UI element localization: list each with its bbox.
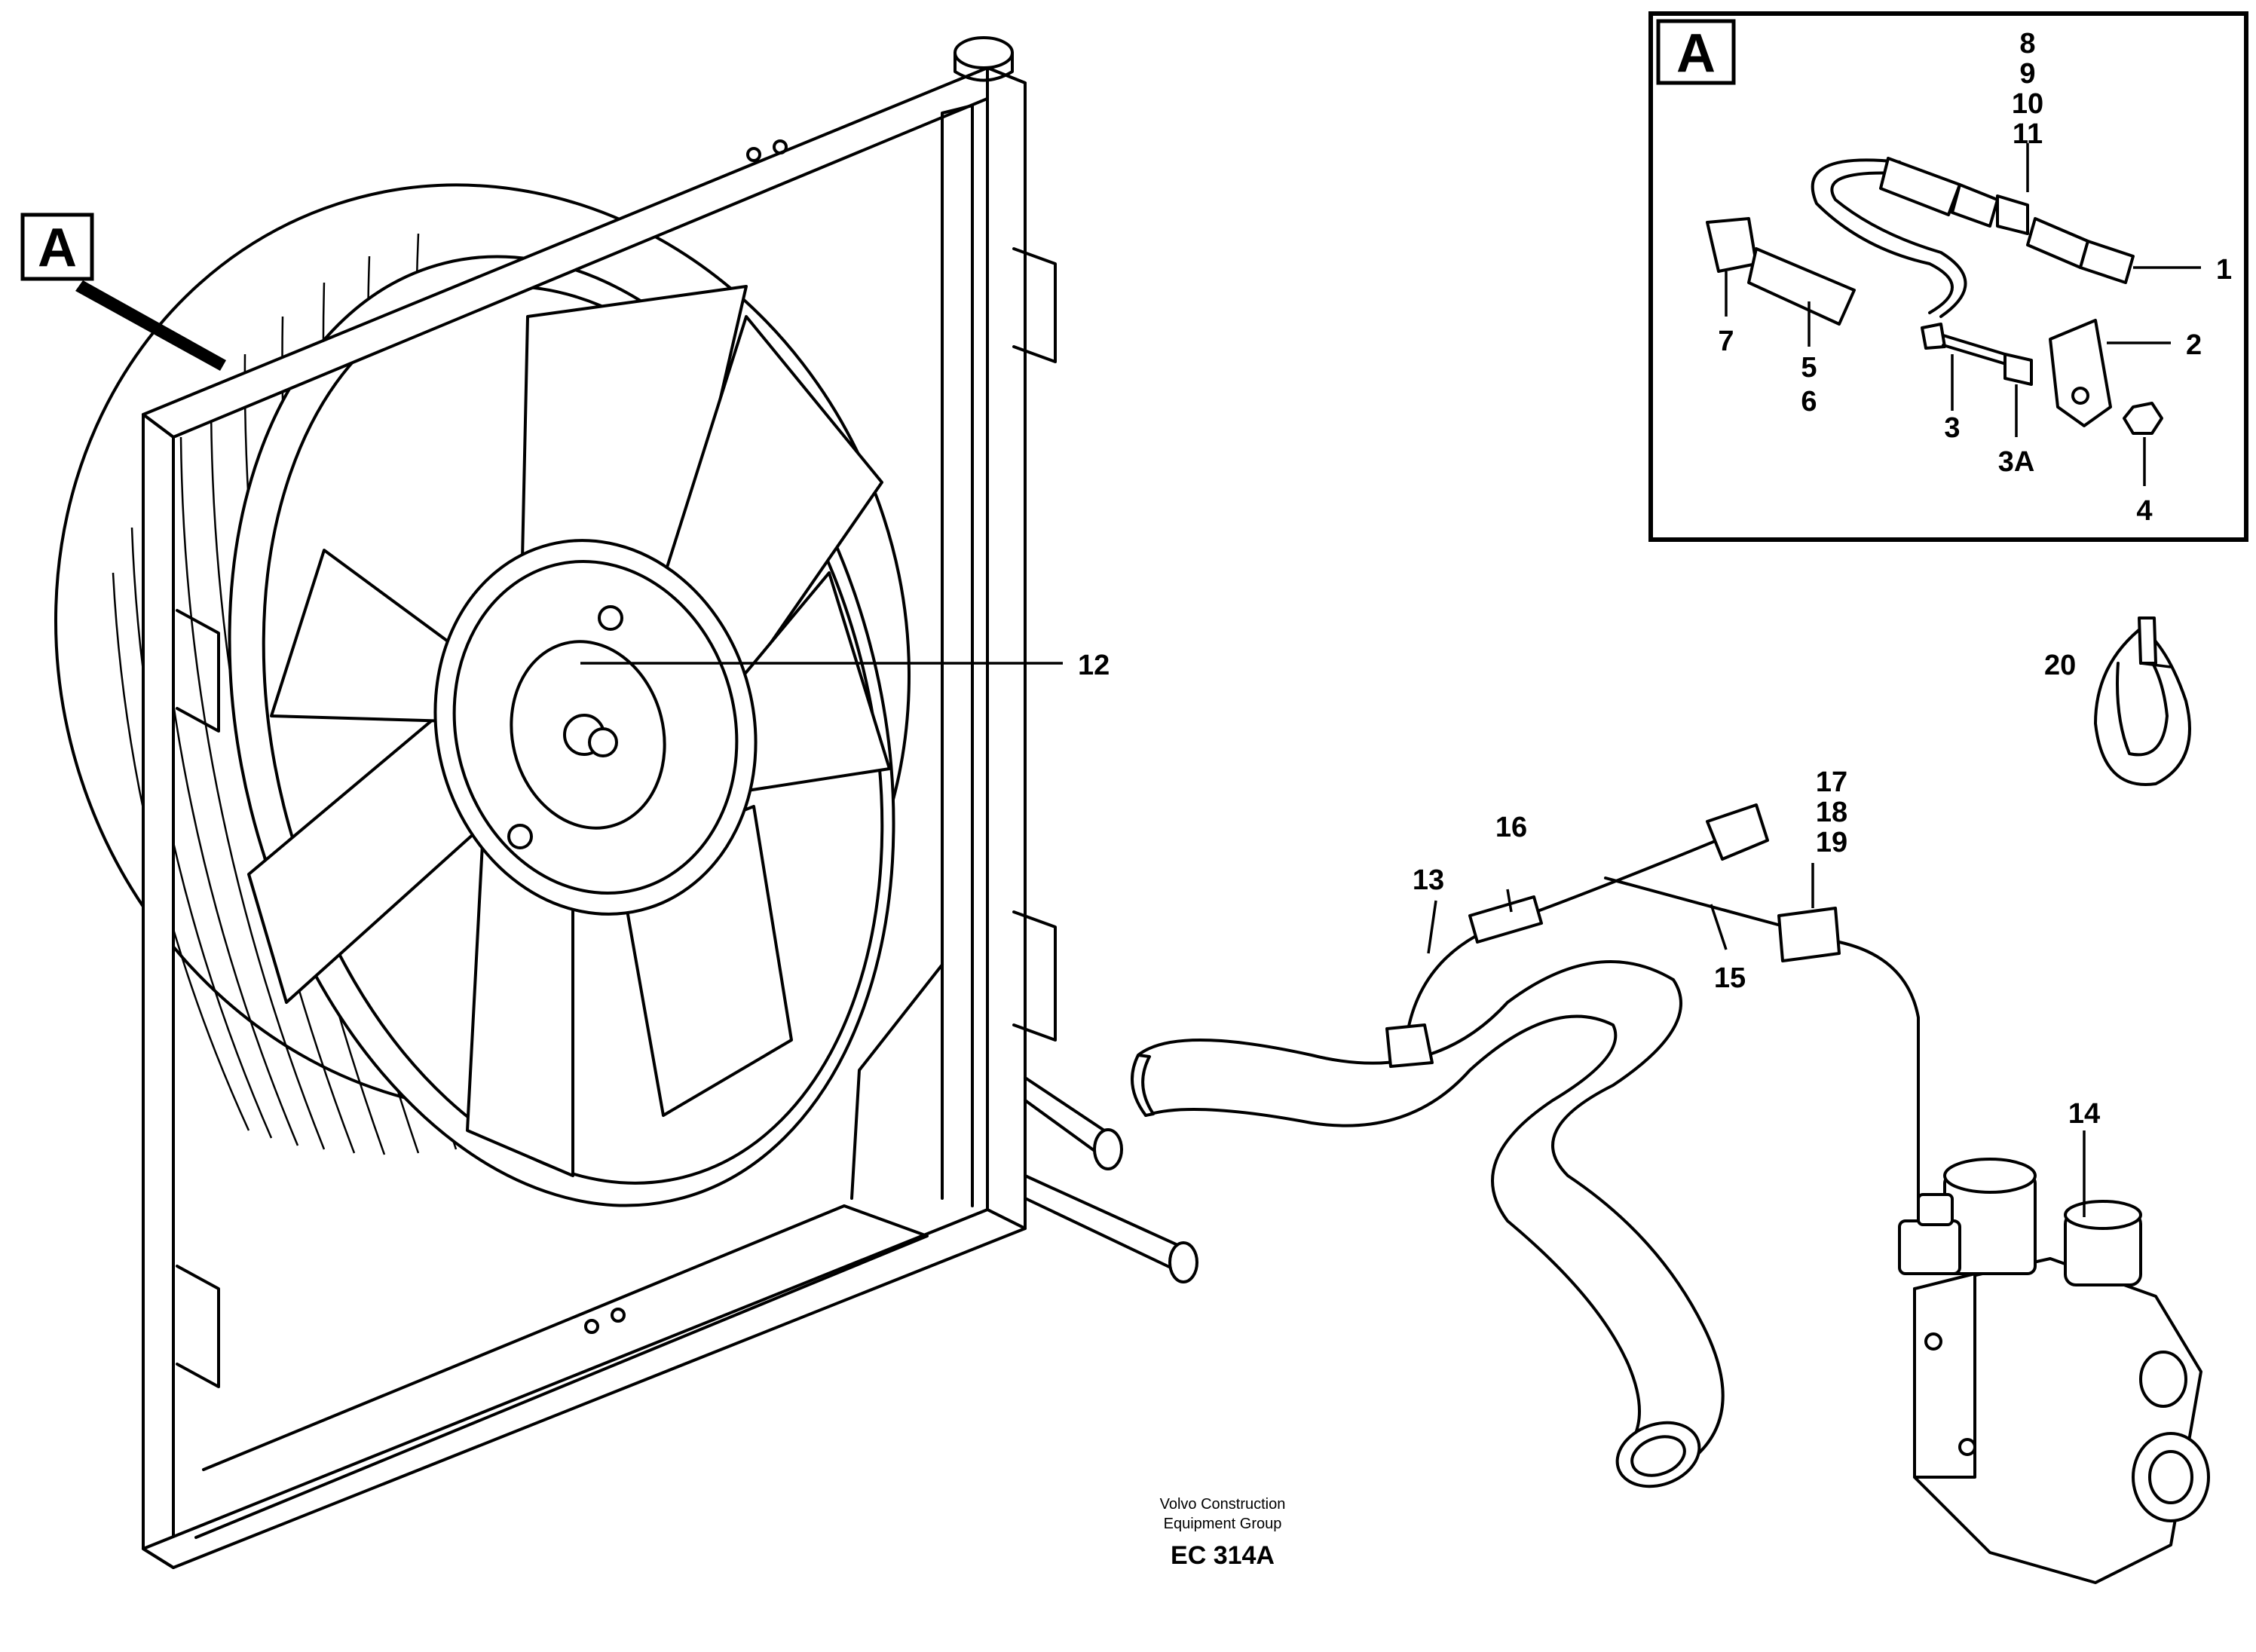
view-marker-box (20, 213, 94, 281)
footer-company-line-1: Volvo Construction (1160, 1496, 1286, 1513)
valve-block (1898, 1158, 2210, 1584)
fan-shroud-assembly (54, 36, 1198, 1569)
callout-13: 13 (1413, 864, 1444, 896)
callout-labels: A A 8 9 10 11 1 2 3 3A 4 5 6 7 12 13 14 … (38, 23, 2232, 1130)
callout-7: 7 (1718, 326, 1734, 357)
detail-view-a (1648, 11, 2248, 542)
callout-5: 5 (1801, 352, 1817, 384)
wiring-harness (1385, 803, 1920, 1200)
callout-3: 3 (1944, 412, 1960, 444)
detail-marker-label: A (1676, 23, 1716, 84)
cooling-hose (1131, 960, 1725, 1488)
detail-marker-box (1656, 19, 1736, 85)
callout-6: 6 (1801, 386, 1817, 418)
callout-2: 2 (2186, 329, 2202, 361)
view-marker-a (20, 213, 226, 371)
callout-20: 20 (2044, 650, 2076, 681)
callout-16: 16 (1495, 812, 1527, 843)
callout-17: 17 (1816, 766, 1847, 798)
callout-15: 15 (1714, 962, 1746, 994)
drawing-footer: Volvo Construction Equipment Group EC 31… (1160, 1496, 1286, 1570)
callout-4: 4 (2136, 495, 2152, 527)
view-marker-label: A (38, 218, 77, 278)
callout-11: 11 (2013, 118, 2043, 150)
cable-tie (2094, 616, 2191, 786)
callout-8: 8 (2019, 28, 2035, 60)
callout-12: 12 (1078, 650, 1110, 681)
callout-1: 1 (2216, 254, 2232, 286)
callout-10: 10 (2012, 88, 2043, 120)
footer-drawing-code: EC 314A (1171, 1541, 1275, 1570)
fan-hub (433, 539, 758, 916)
leader-lines (580, 143, 2201, 1217)
radiator-frame (142, 36, 1198, 1569)
footer-company-line-2: Equipment Group (1164, 1516, 1282, 1532)
callout-19: 19 (1816, 827, 1847, 858)
callout-3a: 3A (1998, 446, 2035, 478)
callout-14: 14 (2068, 1098, 2100, 1130)
callout-18: 18 (1816, 797, 1847, 828)
callout-9: 9 (2019, 58, 2035, 90)
